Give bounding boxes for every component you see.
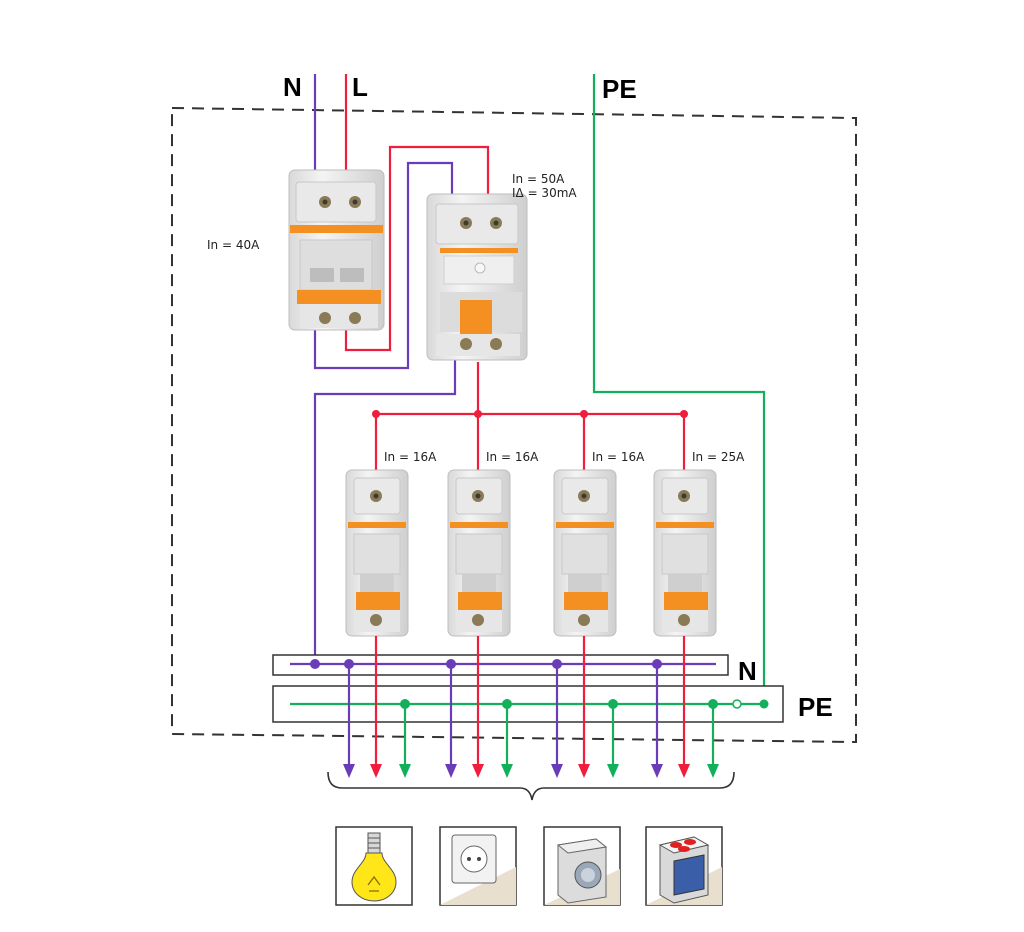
branch-breaker: [345, 469, 409, 637]
branch-breaker: [553, 469, 617, 637]
terminal-n-label: N: [283, 72, 302, 102]
conductor-arrow: [707, 764, 719, 778]
earth-busbar: [272, 685, 784, 723]
neutral-feed-junction: [310, 659, 320, 669]
rcd-rating-residual: IΔ = 30mA: [512, 186, 577, 200]
branch-breaker: [653, 469, 717, 637]
main-breaker: [288, 169, 385, 331]
wall-socket-icon: [439, 826, 517, 906]
light-bulb-icon: [335, 826, 413, 906]
wire-pe: [592, 74, 766, 703]
earth-tap: [608, 699, 618, 709]
wire-n-rcd-to-busbar: [313, 360, 457, 663]
busbar-pe-label: PE: [798, 692, 833, 722]
rcd-device: [426, 193, 528, 361]
conductor-arrow: [551, 764, 563, 778]
main-breaker-rating: In = 40A: [207, 238, 260, 252]
rcd-rating-current: In = 50A: [512, 172, 565, 186]
enclosure-outline: [171, 106, 857, 744]
neutral-tap: [552, 659, 562, 669]
earth-tap: [400, 699, 410, 709]
busbar-n-label: N: [738, 656, 757, 686]
conductor-arrow: [343, 764, 355, 778]
conductor-arrow: [651, 764, 663, 778]
branch-breaker-rating: In = 16A: [486, 450, 539, 464]
conductor-arrow: [445, 764, 457, 778]
conductor-arrow: [578, 764, 590, 778]
terminal-pe-label: PE: [602, 74, 637, 104]
electric-stove-icon: [645, 826, 723, 906]
branch-breaker: [447, 469, 511, 637]
wire-n-main-to-rcd: [313, 161, 454, 370]
circuit-outputs: [343, 636, 719, 778]
terminal-l-label: L: [352, 72, 368, 102]
wires: [313, 74, 766, 703]
conductor-arrow: [370, 764, 382, 778]
branch-breaker-rating: In = 25A: [692, 450, 745, 464]
loads-brace: [327, 771, 735, 801]
wire-l-main-to-rcd: [344, 145, 490, 352]
neutral-tap: [344, 659, 354, 669]
conductor-arrow: [501, 764, 513, 778]
neutral-tap: [652, 659, 662, 669]
conductor-arrow: [399, 764, 411, 778]
conductor-arrow: [678, 764, 690, 778]
branch-breakers: In = 16A In = 16A In = 16A In = 25A: [345, 450, 745, 637]
earth-tap: [502, 699, 512, 709]
conductor-arrow: [472, 764, 484, 778]
earth-tap: [708, 699, 718, 709]
neutral-busbar: [272, 654, 729, 676]
branch-breaker-rating: In = 16A: [592, 450, 645, 464]
conductor-arrow: [607, 764, 619, 778]
branch-breaker-rating: In = 16A: [384, 450, 437, 464]
l-junctions: [372, 410, 688, 418]
neutral-tap: [446, 659, 456, 669]
washing-machine-icon: [543, 826, 621, 906]
